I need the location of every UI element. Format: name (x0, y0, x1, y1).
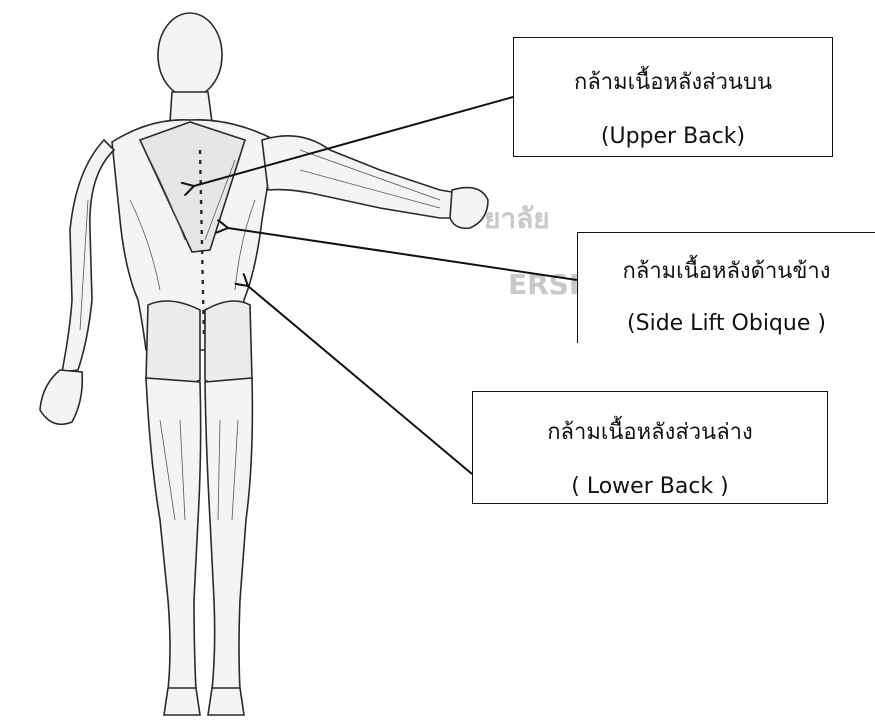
left-hand (40, 370, 82, 424)
left-leg (146, 378, 201, 690)
head (158, 13, 222, 97)
pointer-lower-back (248, 286, 472, 474)
watermark-latin: ERSI (508, 268, 579, 301)
glute-left (146, 301, 200, 388)
label-upper-back-thai: กล้ามเนื้อหลังส่วนบน (514, 72, 832, 94)
label-upper-back: กล้ามเนื้อหลังส่วนบน (Upper Back) (513, 37, 833, 157)
label-side-oblique-english: (Side Lift Obique ) (578, 313, 875, 335)
label-side-oblique-thai: กล้ามเนื้อหลังด้านข้าง (578, 261, 875, 283)
human-figure-back-view (40, 13, 488, 715)
watermark-thai: ยาลัย (484, 202, 550, 235)
right-foot (208, 688, 244, 715)
left-arm (62, 140, 114, 372)
right-leg (205, 378, 252, 690)
label-lower-back-english: ( Lower Back ) (473, 476, 827, 498)
label-lower-back-thai: กล้ามเนื้อหลังส่วนล่าง (473, 422, 827, 444)
right-hand (450, 188, 488, 229)
label-upper-back-english: (Upper Back) (514, 126, 832, 148)
pointer-side-oblique (228, 228, 577, 280)
neck (170, 92, 212, 122)
label-lower-back: กล้ามเนื้อหลังส่วนล่าง ( Lower Back ) (472, 391, 828, 504)
glute-right (205, 301, 252, 388)
label-side-oblique: กล้ามเนื้อหลังด้านข้าง (Side Lift Obique… (577, 232, 875, 343)
left-foot (164, 688, 200, 715)
right-arm (262, 136, 458, 218)
